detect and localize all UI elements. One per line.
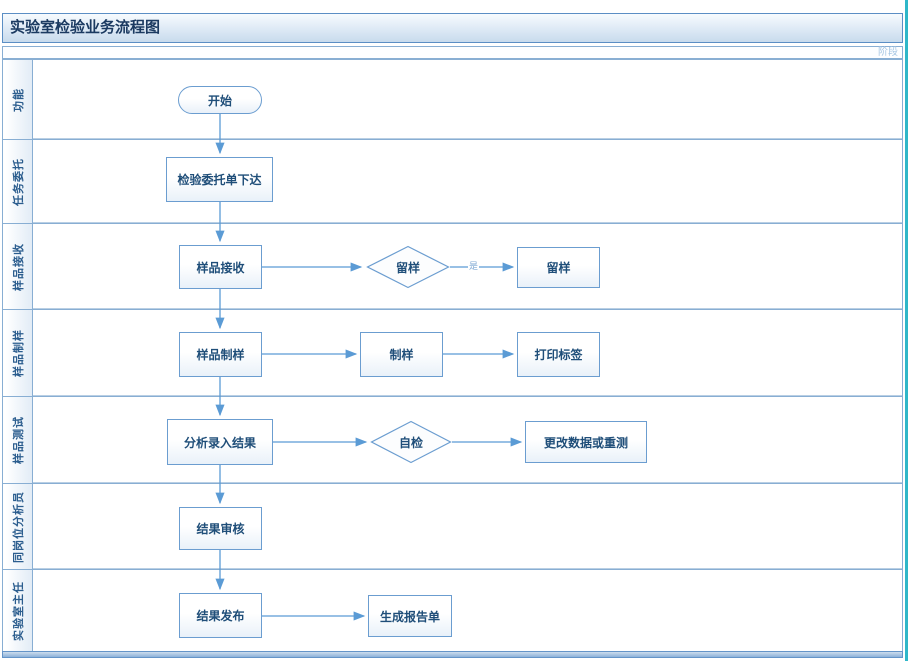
lane-label-sample-preparation[interactable]: 样品制样 <box>3 310 33 396</box>
lane-task-delegation: 任务委托 <box>3 139 902 223</box>
canvas-edge-line <box>905 0 908 661</box>
node-result-review[interactable]: 结果审核 <box>179 507 262 550</box>
node-sample-preparation[interactable]: 样品制样 <box>179 332 262 377</box>
diagram-title: 实验室检验业务流程图 <box>2 13 903 43</box>
node-self-check-decision[interactable]: 自检 <box>370 420 452 464</box>
lane-content <box>33 60 902 139</box>
lane-sample-testing: 样品测试 <box>3 396 902 483</box>
node-modify-data-or-retest[interactable]: 更改数据或重测 <box>525 421 647 463</box>
lane-label-sample-testing[interactable]: 样品测试 <box>3 397 33 483</box>
swimlane-container: 功能 任务委托 样品接收 样品制样 样品测试 同岗位分析员 实验室主任 <box>2 59 903 652</box>
node-retain-sample-decision[interactable]: 留样 <box>366 245 450 289</box>
node-inspection-order-issued[interactable]: 检验委托单下达 <box>166 157 273 202</box>
node-start[interactable]: 开始 <box>178 86 262 114</box>
node-prepare[interactable]: 制样 <box>360 332 443 377</box>
node-analyze-enter-results[interactable]: 分析录入结果 <box>167 419 273 465</box>
lane-peer-analyst: 同岗位分析员 <box>3 483 902 569</box>
lane-lab-director: 实验室主任 <box>3 569 902 652</box>
lane-content <box>33 570 902 652</box>
node-sample-receive[interactable]: 样品接收 <box>179 245 262 289</box>
lane-label-function[interactable]: 功能 <box>3 60 33 139</box>
diamond-shape <box>370 420 452 464</box>
node-print-label[interactable]: 打印标签 <box>517 332 600 377</box>
lane-content <box>33 484 902 569</box>
lane-content <box>33 140 902 223</box>
node-result-publish[interactable]: 结果发布 <box>179 593 262 638</box>
lane-content <box>33 397 902 483</box>
yes-edge-label: 是 <box>468 261 480 272</box>
lane-label-peer-analyst[interactable]: 同岗位分析员 <box>3 484 33 569</box>
node-generate-report[interactable]: 生成报告单 <box>368 595 452 637</box>
lane-label-lab-director[interactable]: 实验室主任 <box>3 570 33 652</box>
lane-sample-preparation: 样品制样 <box>3 309 902 396</box>
lane-label-task-delegation[interactable]: 任务委托 <box>3 140 33 223</box>
phase-header-label: 阶段 <box>878 47 898 58</box>
diamond-shape <box>366 245 450 289</box>
lane-sample-reception: 样品接收 <box>3 223 902 309</box>
lane-content <box>33 310 902 396</box>
lane-label-sample-reception[interactable]: 样品接收 <box>3 224 33 309</box>
phase-header: 阶段 <box>2 46 903 59</box>
node-retain-sample[interactable]: 留样 <box>517 247 600 288</box>
bottom-scroll-bar[interactable] <box>2 651 903 658</box>
lane-function: 功能 <box>3 60 902 139</box>
